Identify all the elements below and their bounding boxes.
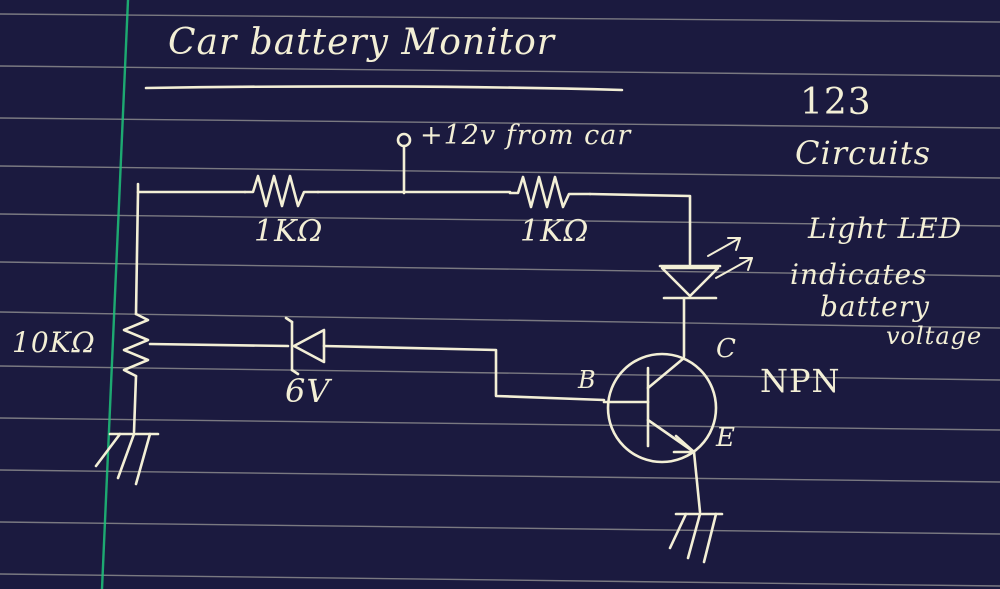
emitter-label: E [716, 423, 736, 453]
zener-diode [284, 316, 326, 376]
led-symbol [658, 237, 753, 358]
resistor-r2-label: 1KΩ [520, 214, 590, 249]
brand-number: 123 [800, 82, 872, 123]
brand-name: Circuits [795, 134, 932, 172]
potentiometer-label: 10KΩ [12, 326, 96, 359]
wire-pot-top [134, 190, 140, 316]
page-title: Car battery Monitor [168, 22, 555, 63]
note-line-3: battery [820, 290, 930, 323]
note-line-2: indicates [790, 258, 928, 291]
note-line-4: voltage [886, 322, 983, 350]
resistor-r2 [508, 175, 592, 209]
wire-top-right [588, 192, 692, 266]
note-line-1: Light LED [808, 212, 963, 245]
supply-label: +12v from car [420, 120, 632, 151]
resistor-r1 [243, 174, 320, 208]
wire-to-base [322, 344, 606, 402]
ground-symbol-left [94, 432, 160, 486]
supply-terminal [396, 132, 412, 195]
notebook-rules [0, 13, 1000, 587]
resistor-r1-label: 1KΩ [254, 214, 324, 249]
base-label: B [578, 366, 597, 394]
wire-emitter [692, 450, 702, 514]
wire-top-left [136, 182, 247, 194]
ground-symbol-right [668, 512, 724, 564]
npn-transistor [602, 352, 718, 464]
margin-line [100, 0, 130, 589]
wire-pot-bottom [132, 374, 138, 434]
collector-label: C [716, 334, 737, 364]
transistor-type-label: NPN [760, 362, 841, 400]
title-underline [144, 85, 624, 92]
zener-label: 6V [285, 372, 331, 410]
potentiometer [122, 312, 150, 378]
wire-wiper [148, 342, 290, 348]
